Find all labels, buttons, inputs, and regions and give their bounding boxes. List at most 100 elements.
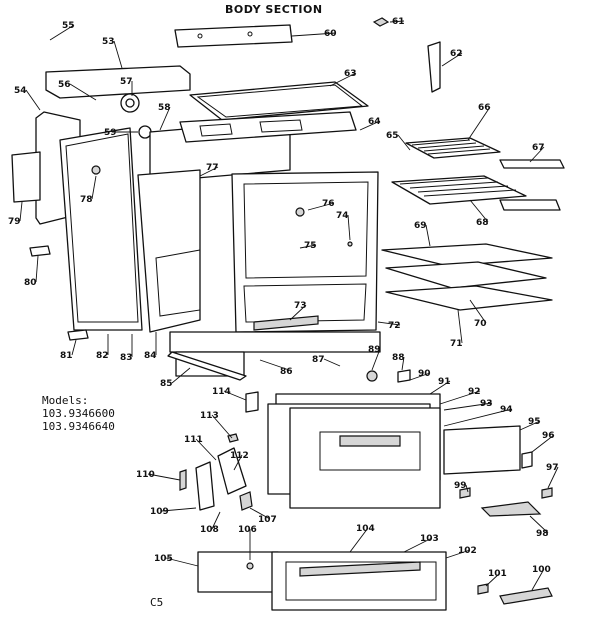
callout-number: 91 bbox=[438, 377, 451, 387]
leader-line bbox=[445, 549, 471, 559]
backsplash-panel bbox=[45, 65, 191, 99]
callout-number: 72 bbox=[388, 321, 401, 331]
cooktop bbox=[189, 81, 369, 121]
leader-line bbox=[469, 299, 487, 324]
callout-number: 64 bbox=[368, 117, 381, 127]
leader-line bbox=[113, 40, 123, 69]
callout-number: 73 bbox=[294, 301, 307, 311]
callout-number: 62 bbox=[450, 49, 463, 59]
callout-number: 97 bbox=[546, 463, 559, 473]
callout-number: 84 bbox=[144, 351, 157, 361]
callout-number: 110 bbox=[136, 470, 155, 480]
callout-number: 113 bbox=[200, 411, 219, 421]
leader-line bbox=[299, 244, 317, 249]
callout-number: 59 bbox=[104, 128, 117, 138]
callout-number: 112 bbox=[230, 451, 249, 461]
callout-number: 105 bbox=[154, 554, 173, 564]
callout-number: 63 bbox=[344, 69, 357, 79]
callout-number: 111 bbox=[184, 435, 203, 445]
oven-door bbox=[267, 393, 441, 509]
leader-line bbox=[211, 414, 233, 439]
leader-line bbox=[389, 20, 405, 23]
leader-line bbox=[443, 408, 513, 427]
callout-number: 100 bbox=[532, 565, 551, 575]
leader-line bbox=[259, 359, 293, 372]
models-block: Models: 103.9346600 103.9346640 bbox=[42, 394, 115, 433]
leader-line bbox=[531, 568, 545, 591]
leader-line bbox=[347, 214, 351, 241]
leader-line bbox=[349, 527, 369, 553]
rack-side-supports bbox=[499, 159, 565, 211]
callout-number: 99 bbox=[454, 481, 467, 491]
leader-line bbox=[69, 83, 97, 101]
callout-number: 68 bbox=[476, 218, 489, 228]
leader-line bbox=[457, 309, 463, 344]
callout-number: 67 bbox=[532, 143, 545, 153]
oven-rack-lower bbox=[391, 175, 527, 205]
models-label: Models: bbox=[42, 394, 89, 407]
callout-number: 81 bbox=[60, 351, 73, 361]
callout-number: 55 bbox=[62, 21, 75, 31]
callout-number: 87 bbox=[312, 355, 325, 365]
leader-line bbox=[25, 89, 41, 111]
callout-number: 71 bbox=[450, 339, 463, 349]
callout-number: 54 bbox=[14, 86, 27, 96]
diagram-code: C5 bbox=[150, 596, 164, 609]
leader-line bbox=[49, 24, 75, 41]
leader-line bbox=[195, 438, 217, 461]
callout-number: 77 bbox=[206, 163, 219, 173]
side-bracket bbox=[427, 41, 441, 93]
leader-line bbox=[485, 572, 501, 587]
oven-rack-upper bbox=[405, 137, 501, 159]
callout-number: 78 bbox=[80, 195, 93, 205]
door-hinge bbox=[195, 447, 247, 511]
leader-line bbox=[249, 507, 271, 520]
leader-line bbox=[71, 339, 77, 356]
broiler-pan bbox=[381, 243, 553, 311]
leader-line bbox=[403, 537, 433, 553]
hinge-hardware bbox=[179, 469, 253, 511]
callout-number: 96 bbox=[542, 431, 555, 441]
drawer-handle bbox=[499, 587, 553, 605]
leader-line bbox=[323, 358, 341, 367]
door-inner-liner bbox=[443, 425, 521, 475]
callout-number: 114 bbox=[212, 387, 231, 397]
callout-number: 83 bbox=[120, 353, 133, 363]
callout-number: 109 bbox=[150, 507, 169, 517]
callout-number: 88 bbox=[392, 353, 405, 363]
callout-number: 90 bbox=[418, 369, 431, 379]
leader-line bbox=[401, 356, 405, 371]
control-panel-parts bbox=[120, 93, 152, 139]
leader-line bbox=[171, 367, 191, 384]
top-trim-strip bbox=[174, 24, 293, 48]
leader-line bbox=[91, 175, 97, 200]
leader-line bbox=[469, 199, 489, 223]
callout-number: 108 bbox=[200, 525, 219, 535]
leader-line bbox=[443, 402, 493, 411]
leader-line bbox=[397, 134, 411, 151]
callout-number: 102 bbox=[458, 546, 477, 556]
callout-number: 70 bbox=[474, 319, 487, 329]
leader-line bbox=[19, 201, 23, 222]
callout-number: 93 bbox=[480, 399, 493, 409]
side-panel-outer bbox=[59, 127, 143, 331]
callout-number: 89 bbox=[368, 345, 381, 355]
callout-number: 66 bbox=[478, 103, 491, 113]
leader-line bbox=[233, 454, 243, 471]
callout-number: 82 bbox=[96, 351, 109, 361]
callout-number: 101 bbox=[488, 569, 507, 579]
model-number: 103.9346600 bbox=[42, 407, 115, 420]
callout-number: 94 bbox=[500, 405, 513, 415]
callout-number: 86 bbox=[280, 367, 293, 377]
leader-line bbox=[199, 166, 219, 177]
callout-number: 98 bbox=[536, 529, 549, 539]
leader-line bbox=[519, 420, 541, 431]
side-liner bbox=[137, 169, 201, 333]
callout-number: 65 bbox=[386, 131, 399, 141]
callout-number: 104 bbox=[356, 524, 375, 534]
callout-number: 58 bbox=[158, 103, 171, 113]
callout-number: 61 bbox=[392, 17, 405, 27]
rear-body bbox=[149, 111, 357, 183]
